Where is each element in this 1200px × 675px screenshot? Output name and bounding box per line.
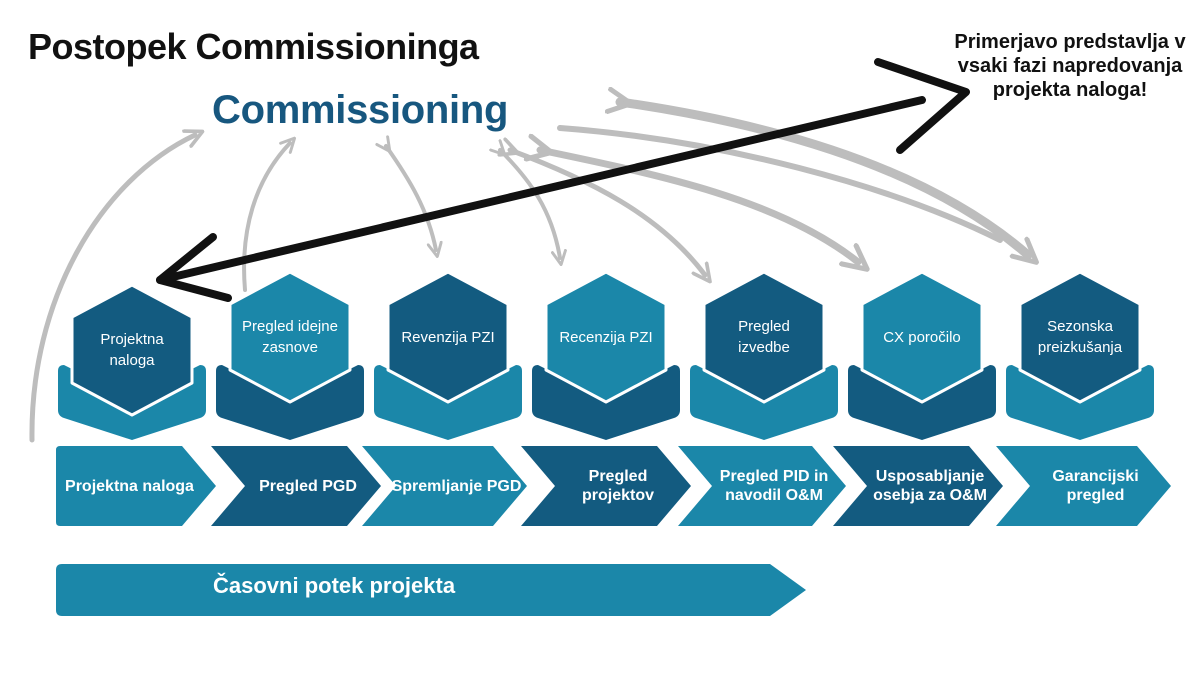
phase-chevron <box>56 446 216 526</box>
phase-label: Usposabljanje osebja za O&M <box>873 468 987 504</box>
hexagon-label: Pregled idejne zasnove <box>242 318 338 356</box>
feedback-arrows <box>29 102 1028 443</box>
milestone-hexagon <box>386 270 510 404</box>
page-title: Postopek Commissioninga <box>28 26 479 67</box>
hexagon-label: Sezonska preizkušanja <box>1037 318 1123 356</box>
arrow-to-commissioning-left <box>29 135 195 443</box>
hexagon-label: Projektna naloga <box>100 331 164 369</box>
hexagon-label: Pregled izvedbe <box>738 318 790 356</box>
phase-label: Pregled PGD <box>259 477 357 495</box>
phase-label: Garancijski pregled <box>1052 468 1139 504</box>
phase-label: Projektna naloga <box>65 477 194 495</box>
milestone-hexagon <box>228 270 352 404</box>
commissioning-heading: Commissioning <box>212 88 509 132</box>
phase-chevron <box>833 446 1003 526</box>
comparison-arrow <box>156 58 970 302</box>
milestone-hexagon <box>1018 270 1142 404</box>
arrow-cx-porocilo <box>540 150 858 262</box>
phase-chevron <box>996 446 1171 526</box>
phase-chevron <box>678 446 846 526</box>
comparison-note: Primerjavo predstavlja v vsaki fazi napr… <box>954 31 1186 101</box>
phase-label: Spremljanje PGD <box>391 477 522 495</box>
hexagon-label: Revenzija PZI <box>401 328 495 346</box>
phase-label: Pregled projektov <box>581 468 654 504</box>
phase-label: Pregled PID in navodil O&M <box>719 468 829 504</box>
arrow-izvedbe <box>510 150 705 275</box>
hexagon-label: CX poročilo <box>883 328 961 346</box>
timeline-label: Časovni potek projekta <box>213 573 456 598</box>
phase-chevron <box>521 446 691 526</box>
milestone-hexagon <box>860 270 984 404</box>
phase-chevron-row <box>56 446 1171 526</box>
arrow-sezonska <box>620 102 1028 255</box>
phase-chevron <box>362 446 527 526</box>
arrow-revenzija <box>386 146 436 250</box>
hexagon-row <box>58 270 1154 440</box>
arrow-sezonska-secondary <box>557 125 1003 243</box>
milestone-hexagon <box>544 270 668 404</box>
timeline-arrow <box>56 564 806 616</box>
hexagon-label: Recenzija PZI <box>559 328 653 346</box>
milestone-hexagon <box>70 283 194 417</box>
milestone-hexagon <box>702 270 826 404</box>
phase-chevron <box>211 446 381 526</box>
arrow-idejne-zasnove <box>242 143 290 292</box>
